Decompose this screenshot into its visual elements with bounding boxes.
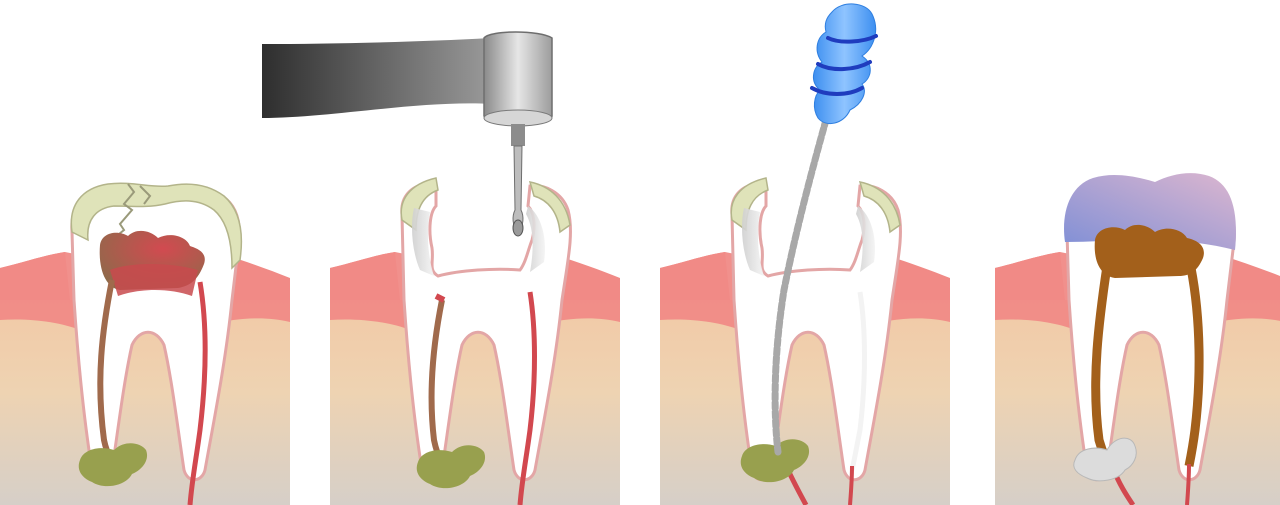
endodontic-file-icon [771,3,878,456]
panel-1-infected-tooth [0,182,290,505]
filled-canal-right [1184,267,1204,467]
file-band-1 [826,34,878,44]
panel-2-drilling-access [330,177,620,505]
enamel-right [528,181,571,234]
panel-4-filled-and-crowned [995,173,1280,505]
abscess [78,443,148,487]
enamel-right [858,181,901,234]
panel-3-root-canal-cleaning [660,177,950,505]
file-shaft [771,116,830,456]
healed-abscess [1073,437,1137,482]
infected-pulp [110,264,198,296]
cleaned-canal-right [849,291,867,471]
root-canal-right [517,291,537,505]
abscess [416,445,486,489]
drill-handle [262,38,492,118]
drill-head [483,31,553,124]
file-band-2 [816,60,872,71]
dental-drill-icon [262,31,553,237]
chamber-filling [1094,224,1204,278]
file-band-3 [810,86,864,96]
drill-bur [512,145,524,233]
root-canal-right [187,281,208,505]
crack [113,183,136,239]
abscess [740,439,810,483]
